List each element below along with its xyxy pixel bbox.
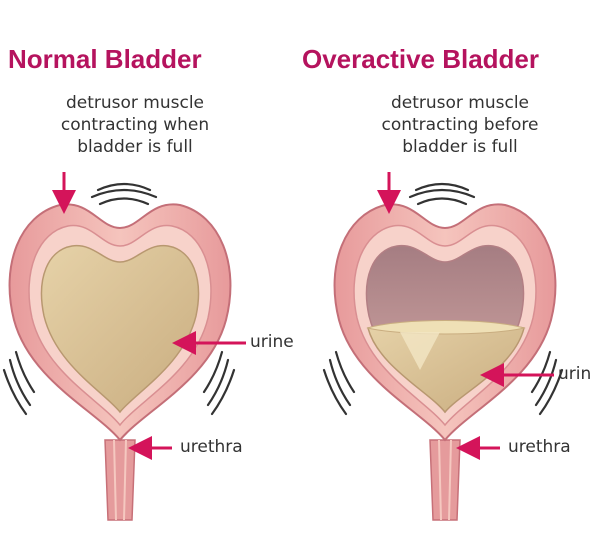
contraction-lines-side-right	[322, 350, 564, 416]
urine-label-overactive: urin	[558, 364, 592, 384]
normal-bladder-title: Normal Bladder	[8, 44, 202, 74]
contraction-lines-side-left	[2, 350, 236, 416]
urine-fill	[40, 245, 200, 414]
caption-line: bladder is full	[402, 137, 518, 157]
caption-line: detrusor muscle	[390, 93, 530, 113]
contraction-lines-top-left	[90, 182, 158, 206]
overactive-bladder-title: Overactive Bladder	[302, 44, 540, 74]
urethra-tube	[104, 439, 136, 521]
normal-bladder-caption: detrusor muscle contracting when bladder…	[20, 92, 250, 158]
urine-label-normal: urine	[250, 332, 294, 352]
caption-line: detrusor muscle	[65, 93, 205, 113]
urethra-label-overactive: urethra	[508, 437, 571, 457]
overactive-bladder	[322, 172, 564, 521]
caption-line: bladder is full	[77, 137, 193, 157]
urethra-label-normal: urethra	[180, 437, 243, 457]
caption-line: contracting before	[381, 115, 539, 135]
overactive-bladder-caption: detrusor muscle contracting before bladd…	[345, 92, 575, 158]
urethra-tube	[429, 439, 461, 521]
normal-bladder	[2, 172, 246, 521]
caption-line: contracting when	[60, 115, 210, 135]
contraction-lines-top-right	[408, 182, 476, 206]
